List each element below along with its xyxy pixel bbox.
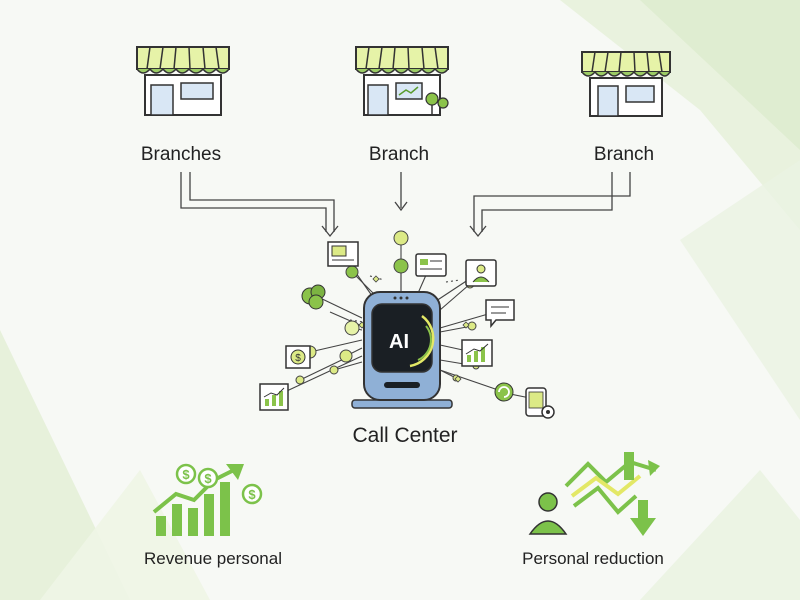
svg-text:$: $: [182, 467, 190, 482]
svg-text:$: $: [204, 471, 212, 486]
revenue-label: Revenue personal: [144, 549, 282, 568]
kiosk-ai-device-icon: [351, 291, 453, 409]
refresh-icon: [494, 382, 514, 402]
chat-bubble-icon: [485, 299, 515, 329]
branch-label-2: Branch: [369, 144, 429, 165]
ai-screen-label: AI: [389, 331, 409, 353]
dollar-coin-icon: $ $ $: [175, 463, 263, 505]
tree-icon: [301, 284, 326, 310]
chat-bubble-icon: [415, 253, 447, 277]
flow-arrows: [180, 172, 631, 238]
reduction-label: Personal reduction: [522, 549, 664, 568]
svg-text:$: $: [295, 353, 301, 364]
dollar-coin-icon: $: [285, 345, 311, 369]
trend-arrows-icon: [564, 452, 660, 536]
money-growth-chart-icon: $ $ $: [152, 463, 263, 536]
branch-label-3: Branch: [594, 144, 654, 165]
branch-label-1: Branches: [141, 144, 221, 165]
svg-text:$: $: [248, 487, 256, 502]
person-card-icon: [465, 259, 497, 287]
storefront-icon: [581, 51, 671, 117]
phone-settings-icon: [525, 387, 555, 419]
bar-chart-icon: [327, 241, 359, 267]
bar-chart-icon: [259, 383, 289, 411]
call-center-label: Call Center: [352, 424, 457, 447]
bar-chart-icon: [461, 339, 493, 367]
storefront-icon: [136, 46, 230, 116]
storefront-icon: [355, 46, 449, 116]
person-icon: [528, 492, 568, 535]
dotted-links: [349, 275, 461, 381]
